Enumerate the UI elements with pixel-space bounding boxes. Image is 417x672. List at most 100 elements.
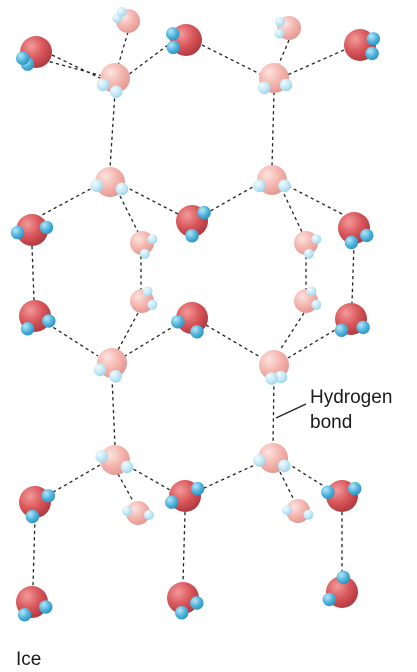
hydrogen-bond-line (47, 323, 99, 357)
hydrogen-atom (311, 234, 322, 245)
hydrogen-atom (175, 606, 189, 620)
water-molecule (274, 16, 301, 40)
water-molecule (171, 302, 208, 339)
hydrogen-atom (93, 363, 107, 377)
water-molecule (294, 286, 322, 313)
hydrogen-atom (282, 505, 292, 515)
hydrogen-bond-line (287, 185, 343, 215)
water-molecule (334, 303, 370, 337)
hydrogen-atom (366, 32, 380, 46)
hydrogen-bond-line (41, 185, 97, 216)
hydrogen-atom (303, 509, 314, 520)
water-molecule (165, 480, 205, 512)
hydrogen-atom (42, 314, 56, 328)
hydrogen-bond-line (272, 379, 275, 445)
hydrogen-atom (321, 485, 335, 499)
water-molecules (10, 7, 380, 622)
hydrogen-atom (190, 596, 204, 610)
hydrogen-bond-line (201, 44, 263, 76)
hydrogen-atom (356, 320, 370, 335)
hydrogen-bond-line (109, 91, 116, 169)
hydrogen-bond-line (117, 473, 134, 502)
water-molecule (282, 499, 314, 523)
hydrogen-bond-line (117, 31, 129, 67)
hydrogen-atom (336, 570, 350, 584)
water-molecule (130, 231, 158, 259)
diagram-caption: Ice (16, 649, 41, 670)
hydrogen-atom (360, 228, 374, 243)
hydrogen-atom (116, 7, 127, 17)
water-molecule (16, 586, 53, 622)
hydrogen-bond-line (284, 49, 345, 77)
water-molecule (166, 24, 202, 56)
hydrogen-atom (275, 16, 285, 27)
hydrogen-atom (120, 460, 134, 474)
hydrogen-atom (274, 370, 288, 384)
hydrogen-bond-line (127, 465, 171, 491)
hydrogen-bond-line (117, 312, 139, 351)
hydrogen-bond-line (199, 462, 260, 491)
hydrogen-bond-line (182, 511, 186, 583)
hydrogen-atom (10, 225, 25, 240)
hydrogen-atom (334, 323, 349, 337)
hydrogen-atom (322, 592, 336, 607)
hydrogen-atom (25, 509, 40, 524)
hydrogen-atom (344, 235, 359, 250)
hydrogen-atom (278, 459, 291, 473)
water-molecule (93, 348, 127, 383)
hydrogen-atom (166, 40, 180, 55)
hydrogen-atom (142, 286, 153, 297)
oxygen-atom (126, 501, 150, 525)
hydrogen-bond-line (204, 183, 259, 215)
hydrogen-bond-pointer (275, 403, 307, 419)
water-molecule (294, 231, 322, 259)
hydrogen-atom (306, 286, 317, 297)
hydrogen-atom (109, 85, 123, 98)
water-molecule (122, 501, 154, 525)
hydrogen-atom (39, 600, 53, 614)
hydrogen-bond-line (119, 195, 139, 233)
water-molecule (338, 212, 374, 250)
hydrogen-bond-line (271, 91, 275, 167)
water-molecule (130, 286, 158, 313)
hydrogen-atom (17, 608, 32, 622)
hydrogen-atom (274, 28, 285, 39)
hydrogen-atom (109, 370, 122, 383)
hydrogen-atom (41, 489, 55, 503)
water-molecule (259, 350, 289, 385)
hydrogen-bond-line (32, 517, 36, 587)
hydrogen-bond-line (279, 471, 295, 501)
hydrogen-atom (95, 450, 108, 463)
hydrogen-bond-line (49, 464, 101, 495)
water-molecule (95, 445, 134, 475)
hydrogen-atom (253, 454, 266, 467)
hydrogen-atom (257, 81, 271, 95)
hydrogen-atom (365, 46, 379, 61)
water-molecule (344, 29, 380, 61)
hydrogen-atom (348, 481, 362, 496)
hydrogen-bond-lines (24, 31, 355, 587)
water-molecule (19, 300, 56, 336)
hydrogen-atom (311, 299, 322, 310)
water-molecule (96, 63, 130, 98)
water-molecule (167, 582, 204, 620)
hydrogen-bond-line (351, 243, 355, 304)
water-molecule (10, 214, 54, 246)
hydrogen-atom (253, 179, 266, 193)
water-molecule (322, 570, 358, 608)
hydrogen-bond-line (287, 326, 341, 359)
hydrogen-bond-line (283, 193, 303, 233)
water-molecule (16, 36, 52, 71)
hydrogen-atom (39, 220, 54, 235)
hydrogen-atom (191, 481, 205, 496)
hydrogen-atom (171, 315, 185, 329)
hydrogen-atom (190, 325, 204, 339)
hydrogen-atom (122, 506, 133, 517)
hydrogen-bond-line (123, 185, 179, 215)
water-molecule (176, 205, 211, 243)
hydrogen-bond-label-line1: Hydrogen (310, 387, 392, 408)
hydrogen-atom (165, 495, 179, 509)
hydrogen-atom (90, 179, 103, 192)
hydrogen-atom (279, 78, 293, 92)
